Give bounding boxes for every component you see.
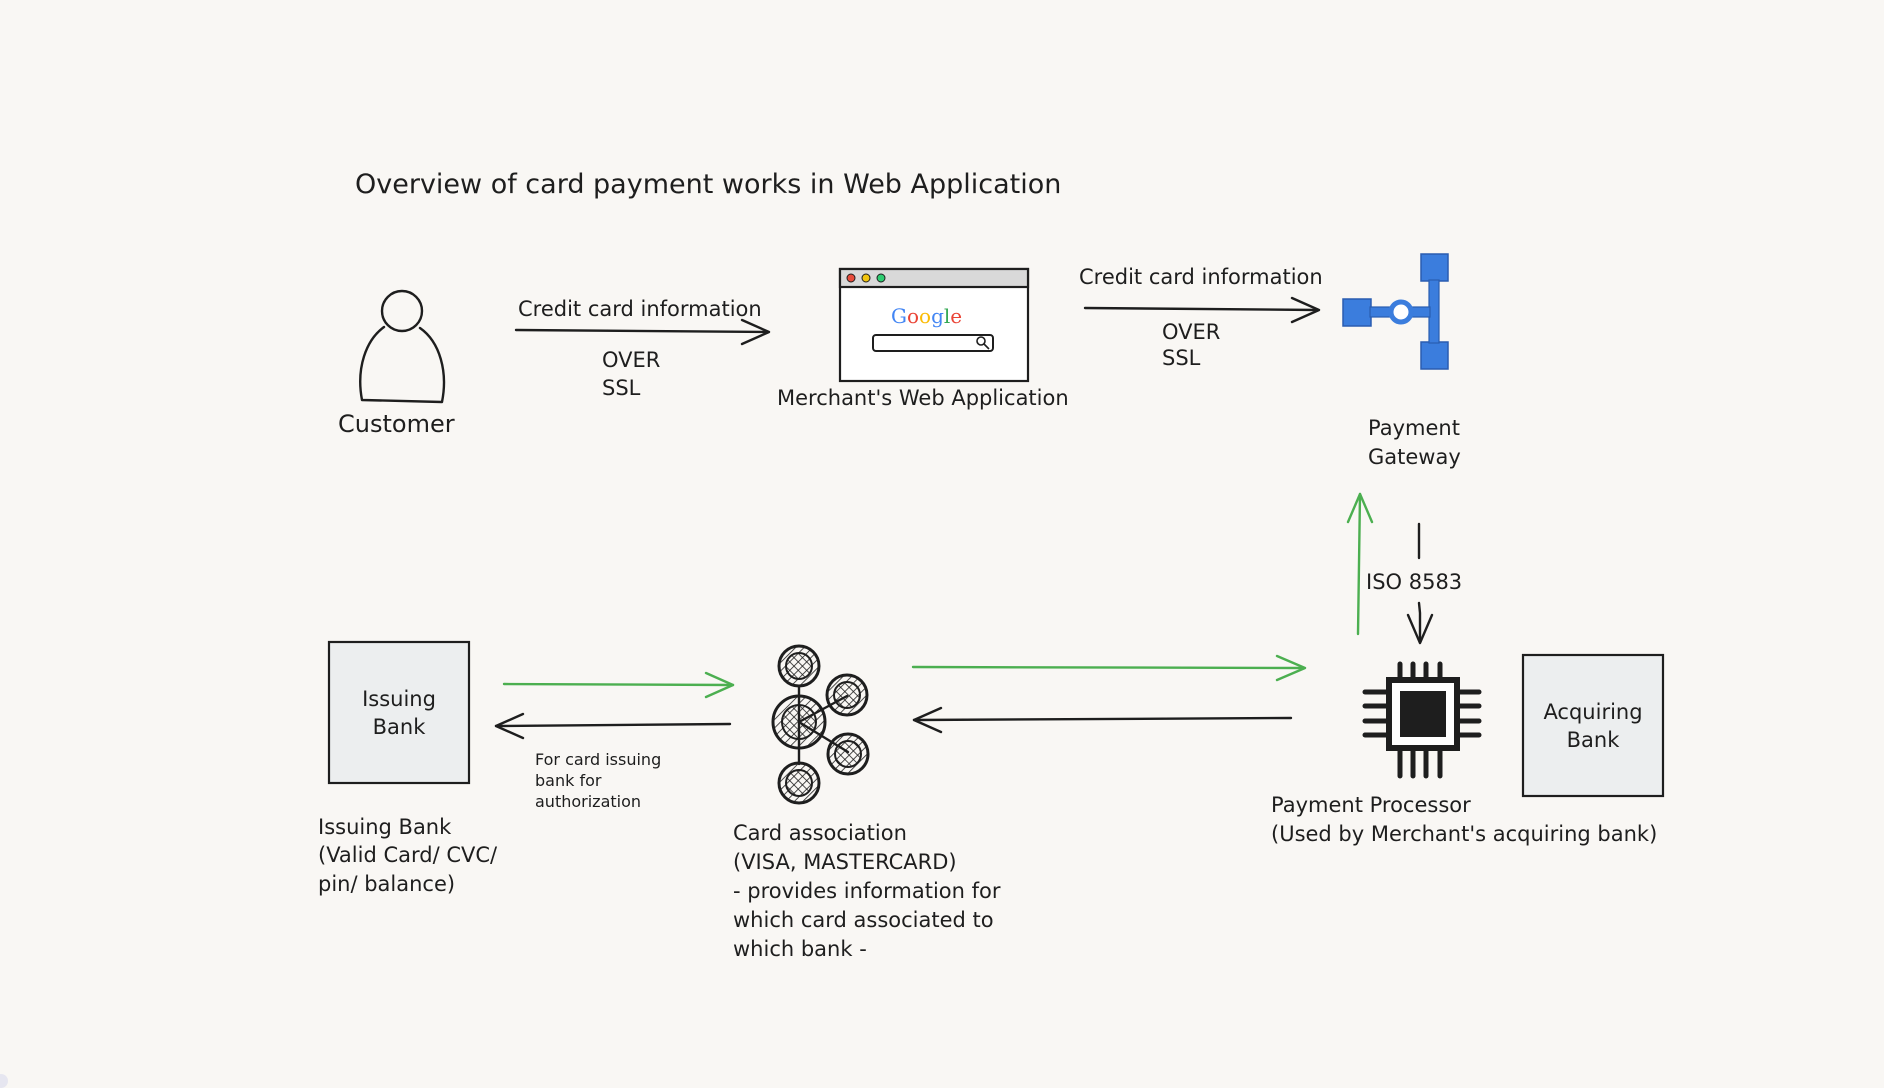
issuing-bank-box-line1: Issuing — [362, 687, 436, 711]
association-line1: Card association — [733, 821, 907, 845]
edge-label-webapp-gateway: Credit card information — [1079, 265, 1323, 289]
edge-sub2-webapp-gateway: SSL — [1162, 346, 1201, 370]
arrow-issuer-to-association — [502, 671, 735, 699]
arrow-association-to-issuer — [494, 712, 732, 740]
issuing-bank-box-line2: Bank — [373, 715, 427, 739]
hub-network-icon — [771, 644, 870, 805]
webapp-label: Merchant's Web Application — [777, 386, 1069, 410]
edge-sub2-customer-webapp: SSL — [602, 376, 641, 400]
edge-note-line2: bank for — [535, 771, 602, 790]
iso-label: ISO 8583 — [1366, 570, 1462, 594]
association-line2: (VISA, MASTERCARD) — [733, 850, 957, 874]
arrow-processor-to-association — [912, 706, 1293, 734]
association-line3: - provides information for — [733, 879, 1001, 903]
corner-indicator — [0, 1074, 8, 1088]
association-line4: which card associated to — [733, 908, 994, 932]
gateway-label-line1: Payment — [1368, 416, 1460, 440]
arrow-gateway-to-processor — [1406, 522, 1434, 645]
cpu-chip-icon — [1362, 661, 1482, 779]
acquiring-bank-line2: Bank — [1567, 728, 1621, 752]
processor-line2: (Used by Merchant's acquiring bank) — [1271, 822, 1657, 846]
association-line5: which bank - — [733, 937, 867, 961]
gateway-network-icon — [1342, 253, 1449, 370]
person-icon — [359, 289, 446, 404]
gateway-label-line2: Gateway — [1368, 445, 1461, 469]
edge-note-line1: For card issuing — [535, 750, 661, 769]
issuing-bank-desc-line3: pin/ balance) — [318, 872, 455, 896]
arrow-webapp-to-gateway — [1083, 296, 1321, 324]
browser-window-icon: Google — [838, 267, 1030, 383]
issuing-bank-desc-line2: (Valid Card/ CVC/ — [318, 843, 498, 867]
edge-note-line3: authorization — [535, 792, 641, 811]
arrow-customer-to-webapp — [514, 318, 771, 346]
processor-line1: Payment Processor — [1271, 793, 1471, 817]
google-logo: Google — [891, 304, 962, 328]
edge-sub1-webapp-gateway: OVER — [1162, 320, 1220, 344]
arrow-association-to-processor — [911, 654, 1307, 682]
arrow-processor-to-gateway — [1346, 492, 1374, 636]
acquiring-bank-box — [1521, 653, 1665, 798]
issuing-bank-box — [327, 640, 471, 785]
customer-label: Customer — [338, 410, 455, 438]
acquiring-bank-line1: Acquiring — [1543, 700, 1642, 724]
edge-label-customer-webapp: Credit card information — [518, 297, 762, 321]
issuing-bank-desc-line1: Issuing Bank — [318, 815, 452, 839]
diagram-title: Overview of card payment works in Web Ap… — [355, 169, 1061, 200]
edge-sub1-customer-webapp: OVER — [602, 348, 660, 372]
